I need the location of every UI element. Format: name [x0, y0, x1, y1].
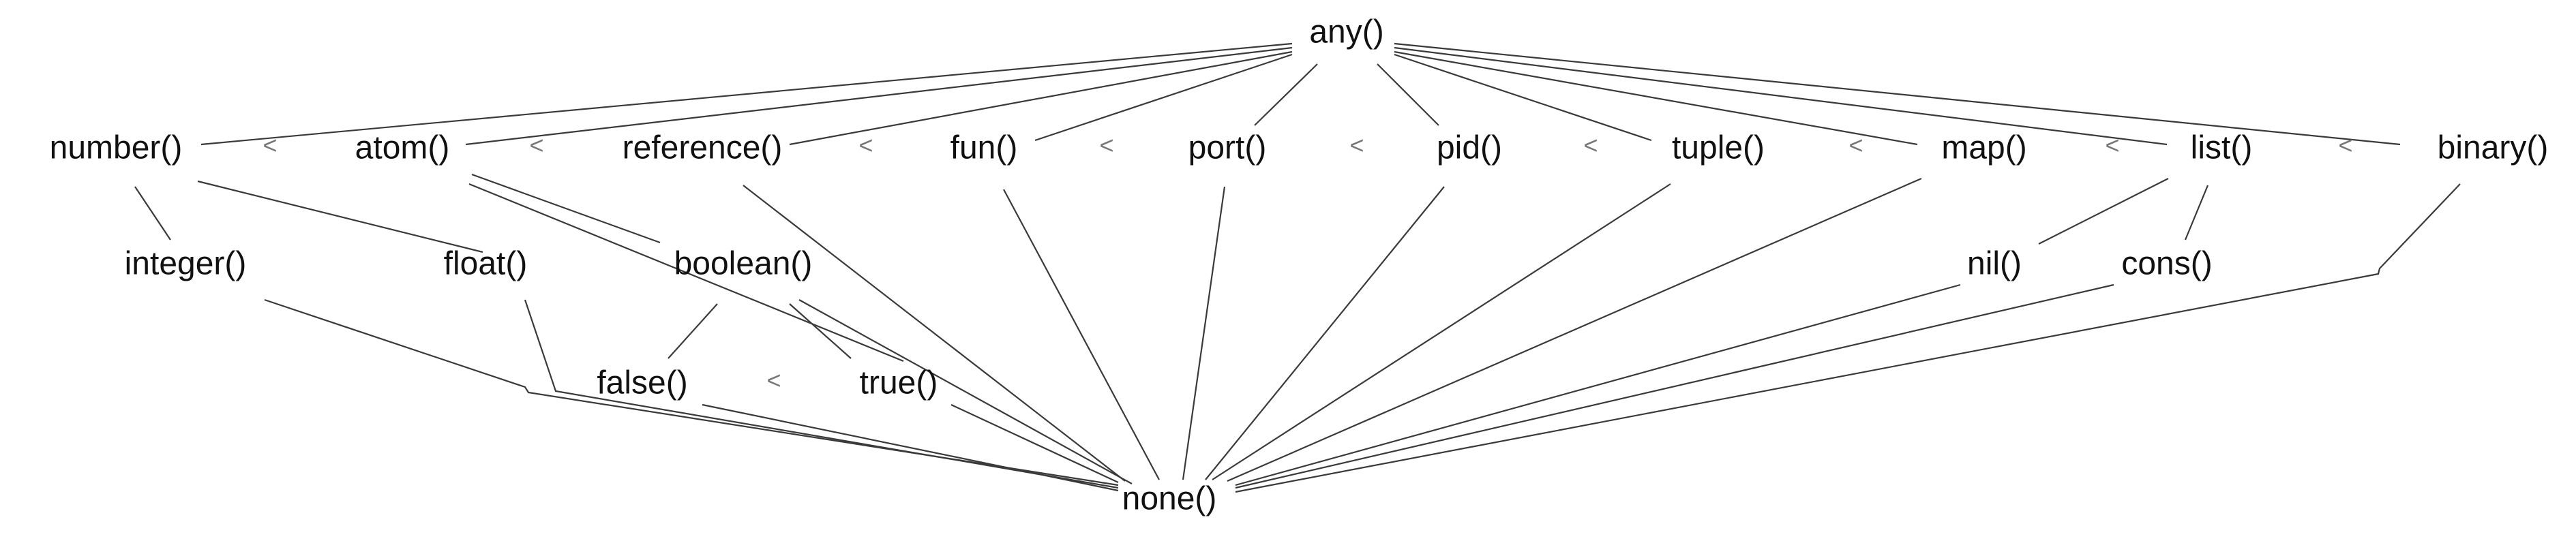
edge-cons-none — [1235, 283, 2114, 489]
node-boolean: boolean() — [674, 246, 813, 282]
edge-reference-none — [743, 185, 1126, 482]
edge-boolean-false — [668, 303, 718, 359]
node-reference: reference() — [623, 130, 783, 166]
edge-integer-none — [264, 298, 1119, 486]
edge-any-tuple — [1394, 53, 1652, 142]
order-symbol: < — [858, 132, 873, 159]
edge-false-none — [702, 403, 1119, 492]
edge-number-float — [197, 180, 483, 253]
node-fun: fun() — [950, 130, 1018, 166]
node-port: port() — [1188, 130, 1267, 166]
node-number: number() — [50, 130, 183, 166]
edge-pid-none — [1205, 186, 1445, 480]
edge-any-reference — [789, 50, 1293, 146]
order-symbol: < — [263, 132, 277, 159]
edge-list-cons — [2184, 185, 2209, 241]
node-cons: cons() — [2121, 246, 2212, 282]
edge-binary-none — [1235, 183, 2461, 493]
order-symbols: < < < < < < < < < < — [263, 132, 2352, 395]
edge-tuple-none — [1212, 183, 1671, 480]
edge-any-port — [1254, 63, 1318, 126]
edge-any-list — [1394, 46, 2168, 146]
edge-port-none — [1182, 186, 1226, 480]
edge-atom-boolean — [471, 173, 661, 244]
edge-any-fun — [1034, 53, 1293, 142]
nodes: any() number() atom() reference() fun() … — [50, 14, 2549, 517]
edge-any-atom — [465, 46, 1293, 146]
edge-any-map — [1394, 50, 1918, 146]
order-symbol: < — [1583, 132, 1598, 159]
node-atom: atom() — [355, 130, 450, 166]
node-pid: pid() — [1437, 130, 1502, 166]
node-tuple: tuple() — [1672, 130, 1765, 166]
edge-any-binary — [1394, 42, 2401, 146]
order-symbol: < — [1349, 132, 1364, 159]
edge-true-none — [950, 404, 1119, 483]
edge-number-integer — [134, 186, 171, 241]
edge-any-pid — [1377, 63, 1439, 126]
order-symbol: < — [766, 367, 781, 395]
order-symbol: < — [529, 132, 543, 159]
node-any: any() — [1309, 14, 1383, 50]
order-symbol: < — [2105, 132, 2119, 159]
node-integer: integer() — [125, 246, 247, 282]
order-symbol: < — [1848, 132, 1863, 159]
node-map: map() — [1941, 130, 2026, 166]
node-false: false() — [597, 365, 687, 401]
node-binary: binary() — [2438, 130, 2549, 166]
node-list: list() — [2191, 130, 2253, 166]
edge-boolean-true — [789, 303, 852, 359]
edge-float-none — [524, 299, 1119, 489]
edge-atom-true — [468, 183, 904, 362]
edge-boolean-none — [798, 299, 1133, 484]
edge-list-nil — [2038, 178, 2169, 245]
edge-nil-none — [1235, 283, 1961, 486]
node-true: true() — [860, 365, 938, 401]
order-symbol: < — [2338, 132, 2352, 159]
edge-map-none — [1227, 177, 1922, 482]
node-float: float() — [444, 246, 528, 282]
edge-any-number — [200, 42, 1293, 146]
edge-fun-none — [1003, 189, 1160, 480]
order-symbol: < — [1099, 132, 1113, 159]
edges — [134, 42, 2461, 493]
node-none: none() — [1122, 481, 1217, 517]
node-nil: nil() — [1967, 246, 2022, 282]
